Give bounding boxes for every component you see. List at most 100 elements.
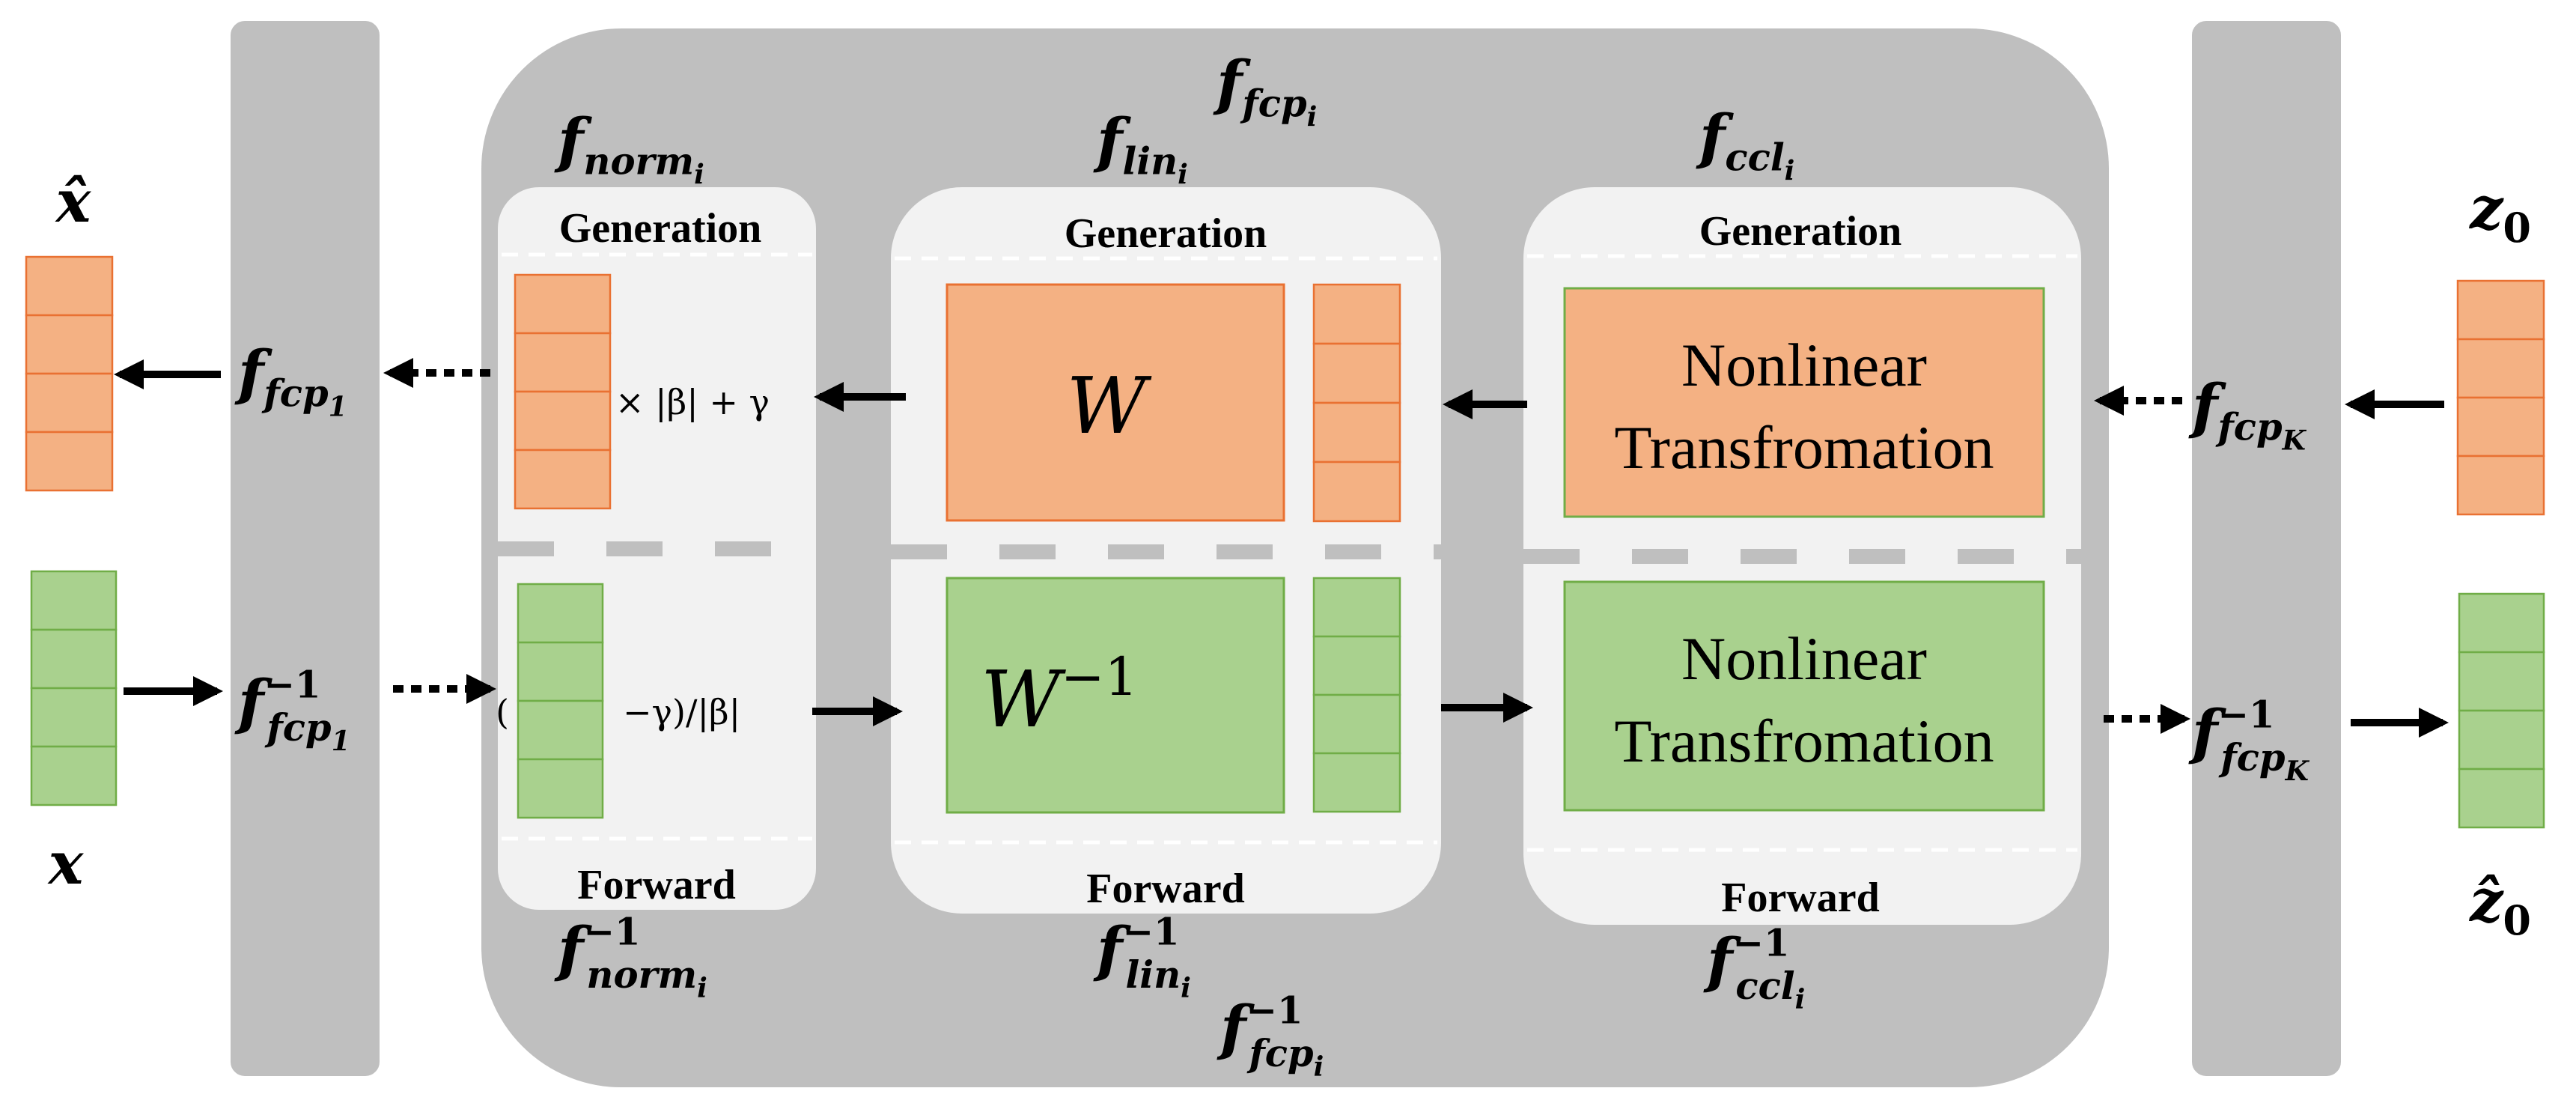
f-fcp-K-label: ffcpK	[2188, 371, 2307, 456]
norm-fwd-op-close: −γ)/|β|	[623, 692, 740, 732]
vector-cell	[2456, 396, 2545, 458]
norm-gen-op: × |β| + γ	[615, 382, 770, 422]
function-subscript: fcp	[1246, 1031, 1314, 1075]
x-vector	[30, 570, 118, 806]
function-superscript: −1	[264, 662, 320, 706]
function-sub-subscript: 1	[332, 726, 350, 757]
w-matrix	[946, 283, 1285, 522]
vector-cell	[1312, 461, 1401, 523]
function-superscript: −1	[1246, 988, 1303, 1032]
function-label-text: ffcpK	[2188, 371, 2307, 456]
vector-cell	[514, 273, 612, 335]
vector-cell	[2458, 768, 2545, 829]
vector-cell	[25, 431, 114, 492]
function-sub-subscript: i	[1785, 155, 1795, 186]
z0-hat-vector	[2458, 592, 2545, 829]
function-subscript: lin	[1122, 139, 1178, 183]
nonlinear-gen-line1: Nonlinear	[1681, 331, 1927, 399]
z0-sub: 0	[2503, 204, 2531, 252]
vector-cell	[25, 255, 114, 317]
vector-cell	[30, 570, 118, 631]
function-subscript: fcp	[1240, 82, 1307, 126]
lin-forward-label: Forward	[1086, 866, 1245, 912]
nonlinear-fwd-line1: Nonlinear	[1681, 625, 1927, 693]
x-hat-vector	[25, 255, 114, 492]
f-ccl-i-label: fccli	[1696, 101, 1794, 186]
vector-cell	[517, 758, 604, 819]
function-superscript: −1	[583, 909, 640, 953]
vector-cell	[2458, 651, 2545, 712]
function-superscript: −1	[1732, 920, 1789, 964]
function-sub-subscript: i	[1795, 984, 1806, 1015]
vector-cell	[25, 372, 114, 434]
x-label: x	[47, 830, 85, 898]
z0-base: z	[2468, 174, 2504, 243]
vector-cell	[25, 314, 114, 375]
f-lin-i-label: flini	[1093, 105, 1188, 190]
solid-arrows	[114, 359, 2449, 738]
vector-cell	[30, 628, 118, 690]
function-subscript: norm	[583, 139, 694, 183]
left-fcp-bar	[226, 16, 384, 1081]
function-sub-subscript: K	[2285, 756, 2310, 787]
vector-cell	[514, 449, 612, 510]
function-subscript: ccl	[1725, 136, 1784, 180]
z0-hat-sub: 0	[2503, 896, 2531, 944]
vector-cell	[2456, 455, 2545, 516]
vector-cell	[30, 687, 118, 748]
vector-cell	[1312, 283, 1401, 345]
function-sub-subscript: i	[697, 973, 707, 1004]
nonlinear-gen-box	[1563, 287, 2045, 518]
right-fcp-bar	[2187, 16, 2345, 1081]
w-inverse-sup: −1	[1061, 646, 1138, 708]
ccl-forward-label: Forward	[1721, 875, 1880, 921]
vector-cell	[2456, 279, 2545, 341]
function-label-text: fccli	[1696, 101, 1794, 186]
dotted-arrows	[383, 358, 2190, 734]
function-label-text: ffcp1	[234, 337, 347, 422]
function-subscript: fcp	[2215, 405, 2283, 449]
z0-label: z0	[2468, 174, 2531, 252]
vector-cell	[1312, 401, 1401, 464]
z0-hat-label: ẑ0	[2468, 867, 2531, 944]
norm-forward-vector	[517, 583, 604, 819]
vector-cell	[1312, 693, 1401, 755]
nonlinear-fwd-box	[1563, 580, 2045, 812]
vector-cell	[517, 641, 604, 702]
norm-forward-label: Forward	[577, 862, 736, 908]
nonlinear-gen-line2: Transfromation	[1614, 413, 1994, 481]
function-sub-subscript: 1	[329, 391, 347, 422]
vector-cell	[517, 699, 604, 761]
function-superscript: −1	[2217, 692, 2274, 736]
function-subscript: lin	[1125, 952, 1181, 997]
function-label-text: fnormi	[554, 105, 704, 190]
nonlinear-fwd-line2: Transfromation	[1614, 707, 1994, 775]
function-superscript: −1	[1122, 909, 1179, 953]
norm-fwd-op-open: (	[496, 692, 509, 732]
vector-cell	[2458, 709, 2545, 771]
w-label: W	[1067, 360, 1152, 452]
vector-cell	[1312, 342, 1401, 404]
vector-cell	[514, 390, 612, 452]
lin-generation-bias-vector	[1312, 283, 1401, 523]
function-subscript: fcp	[264, 705, 332, 750]
vector-cell	[1312, 577, 1401, 638]
function-sub-subscript: i	[1181, 973, 1191, 1004]
vector-cell	[1312, 752, 1401, 813]
function-sub-subscript: i	[1178, 159, 1188, 190]
vector-cell	[1312, 635, 1401, 696]
z0-hat-base: ẑ	[2468, 867, 2504, 935]
z0-vector	[2456, 279, 2545, 516]
w-inverse-matrix	[946, 577, 1285, 814]
generation-forward-divider	[498, 541, 2081, 564]
